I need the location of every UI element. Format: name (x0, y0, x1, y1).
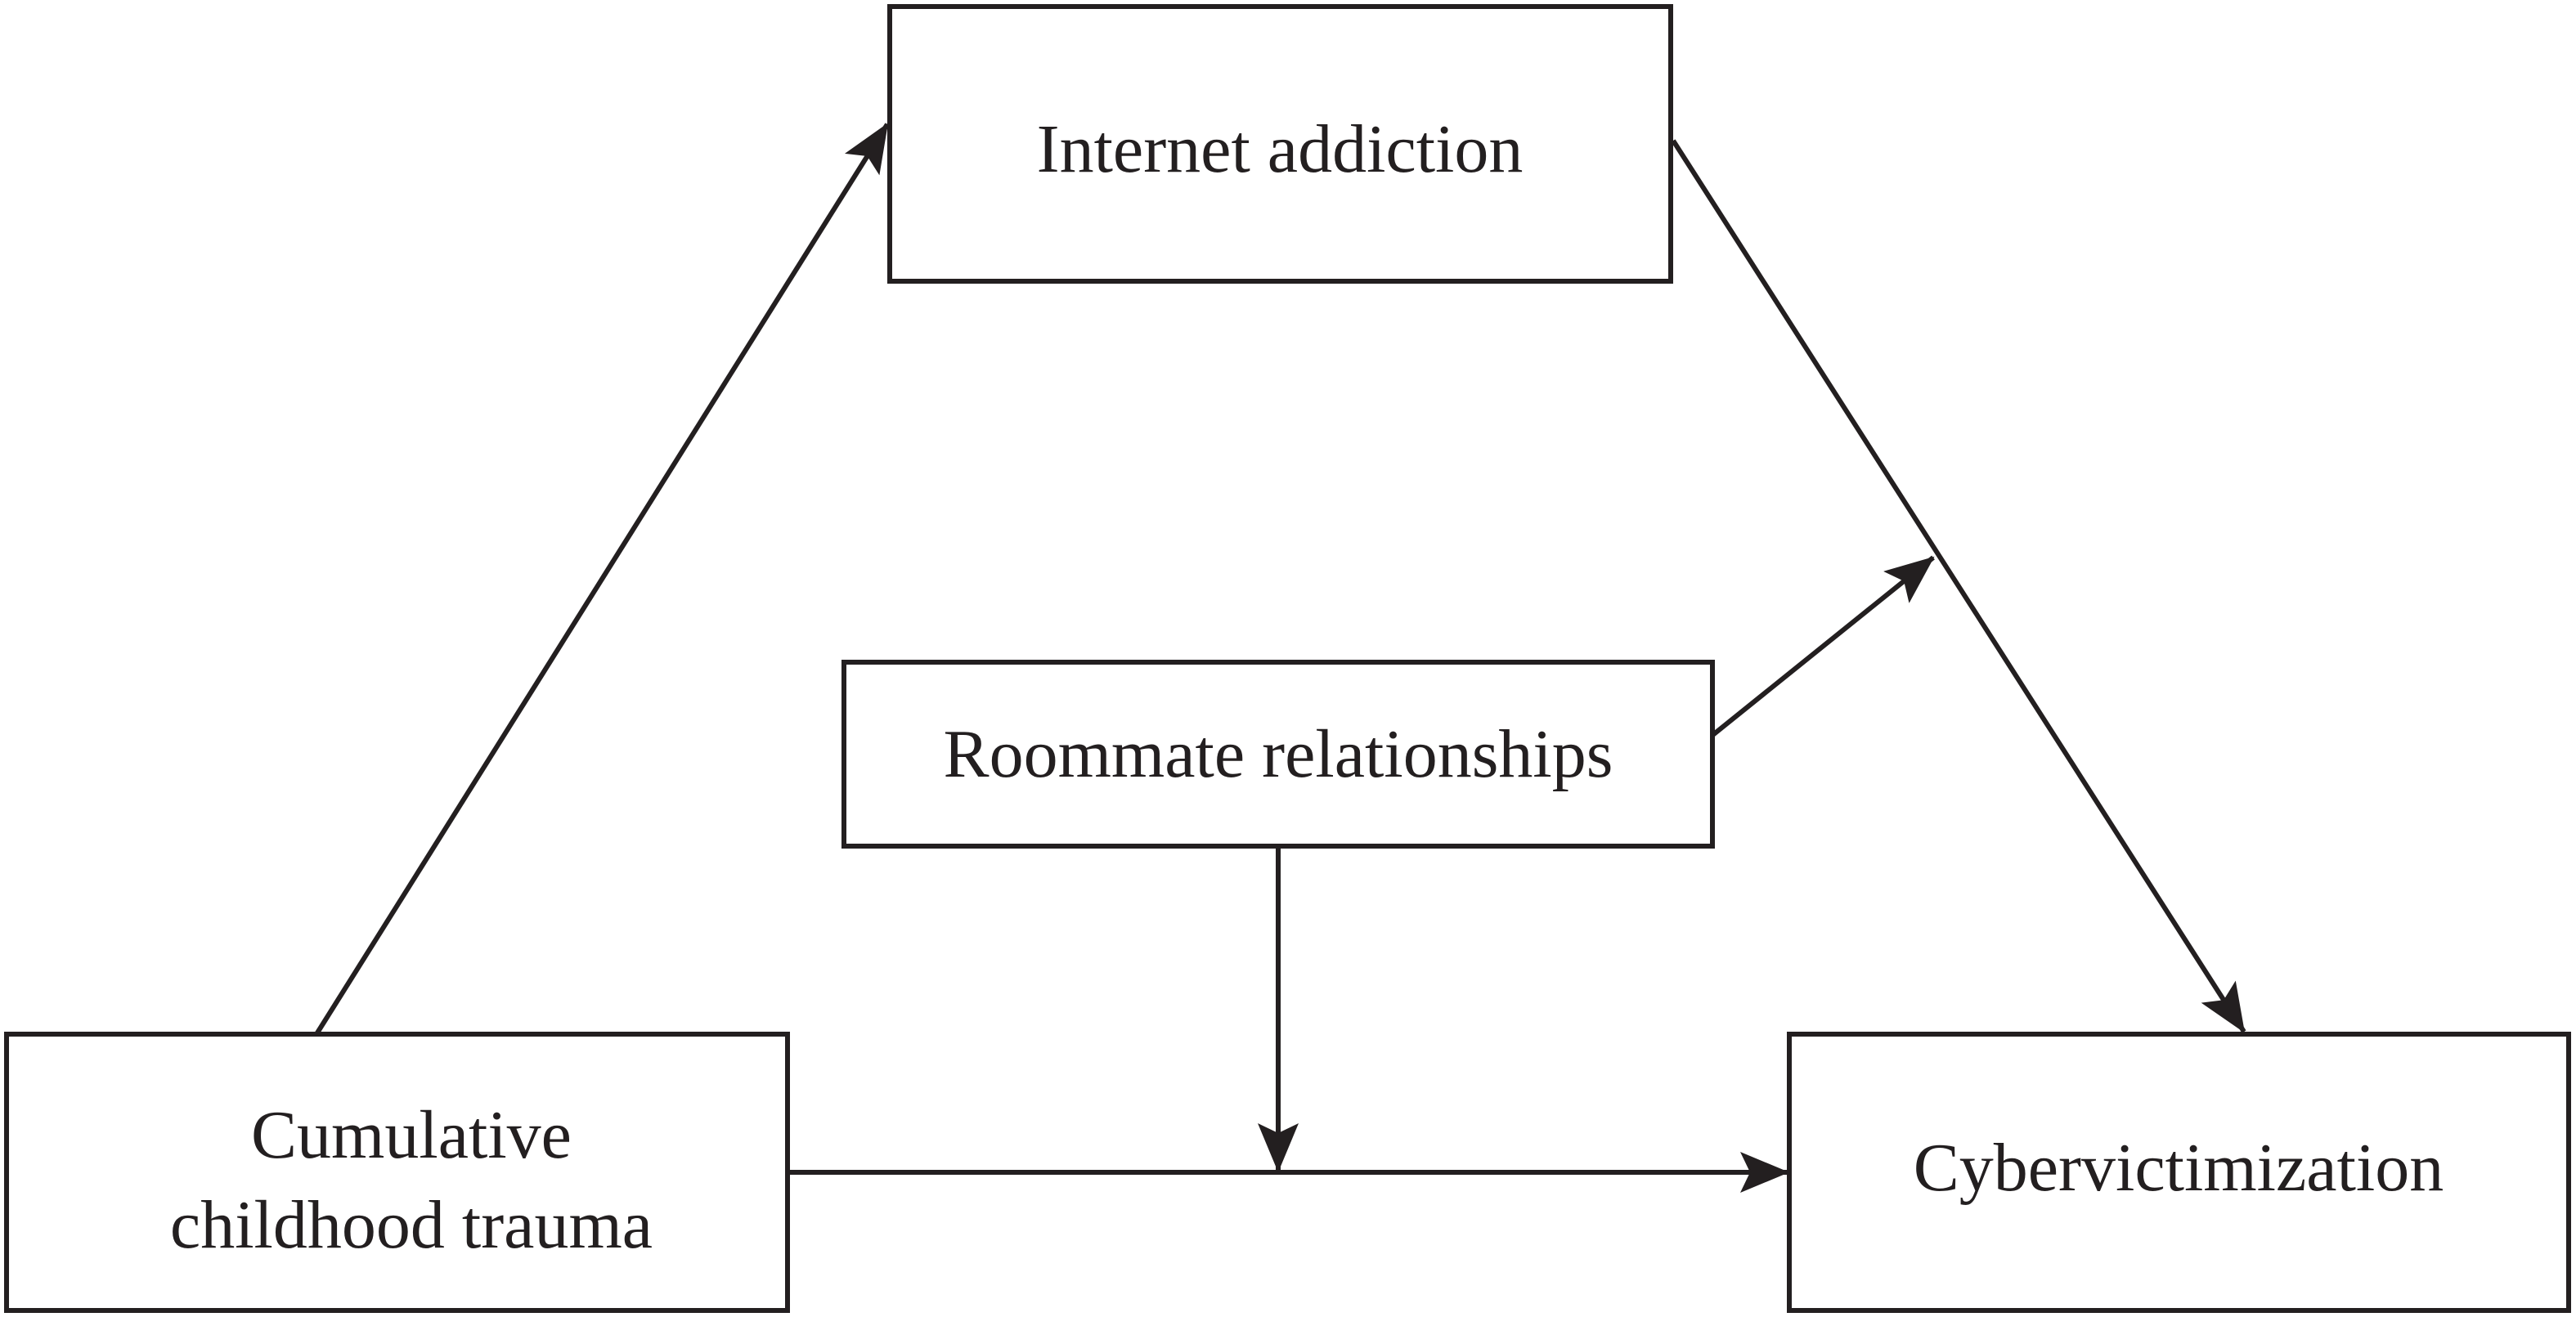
node-internet-addiction: Internet addiction (887, 4, 1673, 284)
node-internet-addiction-box (887, 4, 1673, 284)
node-cumulative-childhood-trauma: Cumulative childhood trauma (4, 1032, 790, 1313)
node-cybervictimization: Cybervictimization (1787, 1032, 2571, 1313)
edge-internet-addiction-to-cybervictimization (1671, 139, 2246, 1033)
node-cumulative-childhood-trauma-label-line-2: childhood trauma (170, 1187, 653, 1263)
node-cumulative-childhood-trauma-label-line-1: Cumulative (251, 1097, 572, 1173)
node-internet-addiction-label: Internet addiction (1037, 111, 1524, 187)
node-cumulative-childhood-trauma-box (4, 1032, 790, 1313)
node-cybervictimization-box (1787, 1032, 2571, 1313)
edge-trauma-to-internet-addiction (314, 123, 890, 1036)
node-roommate-relationships-box (841, 660, 1715, 849)
edge-roommate-moderates-internet-path (1709, 555, 1935, 739)
node-roommate-relationships: Roommate relationships (841, 660, 1715, 849)
node-roommate-relationships-label: Roommate relationships (944, 716, 1613, 792)
node-cybervictimization-label: Cybervictimization (1914, 1130, 2444, 1206)
